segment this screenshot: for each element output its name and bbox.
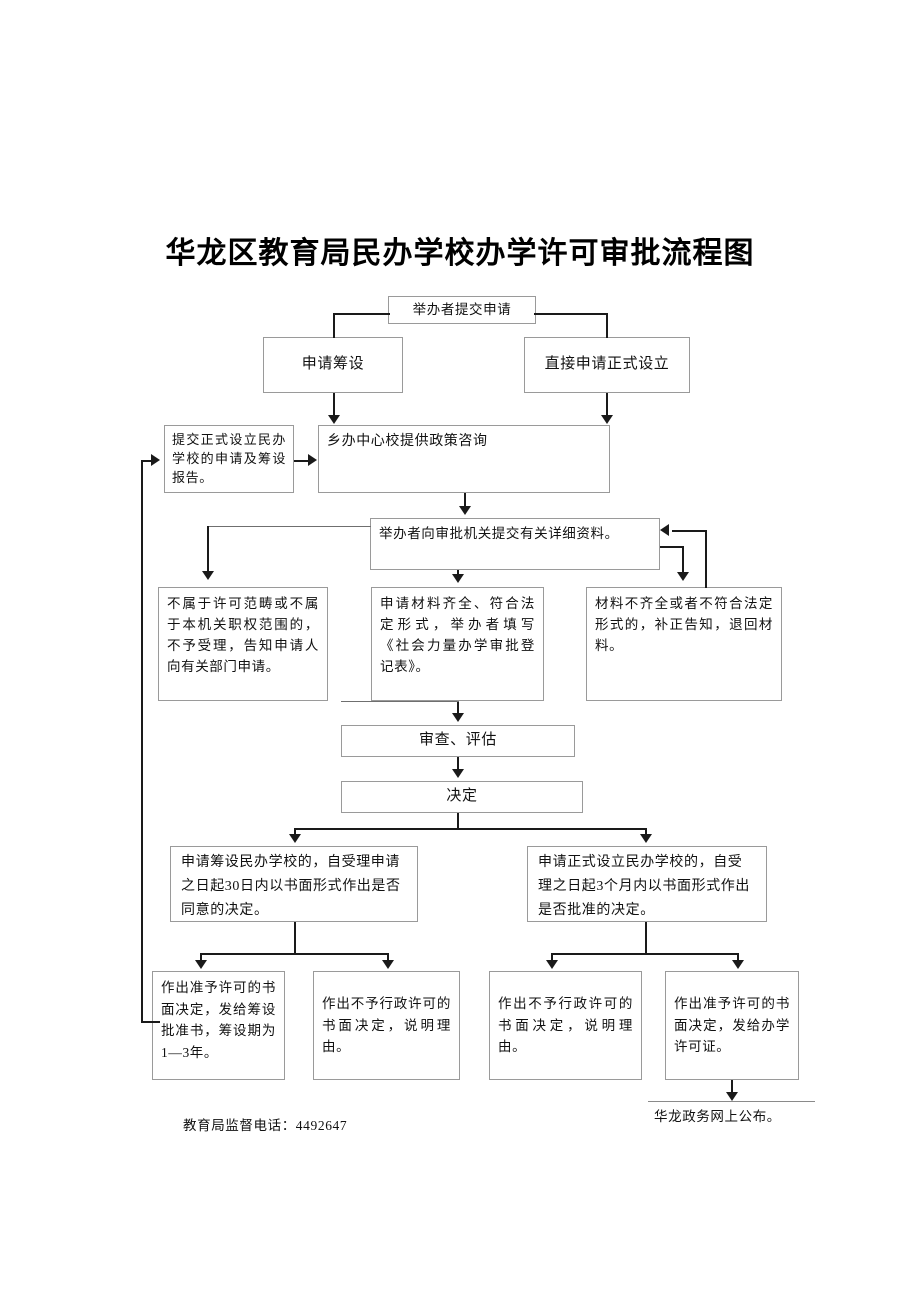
node-label: 审查、评估 xyxy=(418,732,497,749)
connector-report-to-consult-h xyxy=(294,460,309,462)
connector-decision-right-v xyxy=(645,828,647,837)
node-submit-application: 举办者提交申请 xyxy=(388,296,536,324)
supervision-phone: 教育局监督电话：4492647 xyxy=(183,1118,348,1133)
arrow-preparation-down xyxy=(328,415,340,424)
connector-detail-left-h xyxy=(207,526,371,528)
connector-prep-outcome1-v xyxy=(200,953,202,962)
node-label: 举办者提交申请 xyxy=(412,302,512,318)
connector-complete-down-h xyxy=(341,701,459,703)
node-materials-complete-fill-form: 申请材料齐全、符合法定形式，举办者填写《社会力量办学审批登记表》。 xyxy=(371,587,544,701)
node-label: 材料不齐全或者不符合法定形式的，补正告知，退回材料。 xyxy=(595,596,773,654)
node-apply-preparation: 申请筹设 xyxy=(263,337,403,393)
arrow-formal-down xyxy=(601,415,613,424)
node-deny-formal-permit: 作出不予行政许可的书面决定，说明理由。 xyxy=(489,971,642,1080)
node-review-evaluate: 审查、评估 xyxy=(341,725,575,757)
arrow-formal-outcome-grant xyxy=(732,960,744,969)
arrow-review-to-decision xyxy=(452,769,464,778)
node-label: 作出准予许可的书面决定，发给办学许可证。 xyxy=(674,996,790,1055)
node-label: 申请筹设民办学校的，自受理申请之日起30日内以书面形式作出是否同意的决定。 xyxy=(181,855,401,919)
node-preparation-decision-30days: 申请筹设民办学校的，自受理申请之日起30日内以书面形式作出是否同意的决定。 xyxy=(170,846,418,922)
connector-formal-decision-stem-v xyxy=(645,922,647,954)
arrow-left-loop-to-report xyxy=(151,454,160,466)
connector-feedback-right-v xyxy=(705,530,707,588)
connector-preparation-down-v xyxy=(333,393,335,417)
connector-prep-decision-split-h xyxy=(200,953,389,955)
connector-prep-outcome2-v xyxy=(387,953,389,962)
connector-feedback-right-h xyxy=(672,530,707,532)
arrow-decision-left xyxy=(289,834,301,843)
node-apply-formal-direct: 直接申请正式设立 xyxy=(524,337,690,393)
connector-formal-down-v xyxy=(606,393,608,417)
connector-complete-down-v xyxy=(457,701,459,715)
page-title: 华龙区教育局民办学校办学许可审批流程图 xyxy=(165,237,755,270)
node-township-center-consult: 乡办中心校提供政策咨询 xyxy=(318,425,610,493)
connector-consult-down-v xyxy=(464,493,466,508)
node-submit-detailed-materials: 举办者向审批机关提交有关详细资料。 xyxy=(370,518,660,570)
node-label: 提交正式设立民办学校的申请及筹设报告。 xyxy=(172,432,286,486)
connector-formal-decision-split-h xyxy=(551,953,739,955)
arrow-prep-outcome-deny xyxy=(382,960,394,969)
node-submit-formal-setup-report: 提交正式设立民办学校的申请及筹设报告。 xyxy=(164,425,294,493)
connector-formal-outcome2-v xyxy=(737,953,739,962)
connector-left-loop-top-h xyxy=(141,460,152,462)
node-label: 申请正式设立民办学校的，自受理之日起3个月内以书面形式作出是否批准的决定。 xyxy=(538,855,750,919)
node-label: 作出不予行政许可的书面决定，说明理由。 xyxy=(322,996,451,1055)
connector-review-to-decision-v xyxy=(457,757,459,771)
connector-submit-to-preparation-v xyxy=(333,313,335,338)
node-grant-preparation-permit: 作出准予许可的书面决定，发给筹设批准书，筹设期为1—3年。 xyxy=(152,971,285,1080)
connector-license-to-publish-v xyxy=(731,1080,733,1095)
connector-submit-to-preparation-h xyxy=(333,313,390,315)
connector-left-loop-v xyxy=(141,460,143,1022)
connector-decision-stem-v xyxy=(457,813,459,829)
node-out-of-scope-reject: 不属于许可范畴或不属于本机关职权范围的，不予受理，告知申请人向有关部门申请。 xyxy=(158,587,328,701)
connector-formal-outcome1-v xyxy=(551,953,553,962)
connector-detail-right-h xyxy=(660,546,684,548)
connector-left-loop-bottom-h xyxy=(141,1021,160,1023)
arrow-detail-right-down xyxy=(677,572,689,581)
node-label: 乡办中心校提供政策咨询 xyxy=(327,434,488,449)
connector-detail-left-v xyxy=(207,526,209,573)
connector-detail-right-v xyxy=(682,546,684,574)
node-label: 申请筹设 xyxy=(301,356,365,373)
node-label: 直接申请正式设立 xyxy=(544,356,670,373)
arrow-formal-outcome-deny xyxy=(546,960,558,969)
node-label: 作出不予行政许可的书面决定，说明理由。 xyxy=(498,996,633,1055)
connector-decision-split-h xyxy=(294,828,646,830)
node-label: 举办者向审批机关提交有关详细资料。 xyxy=(379,526,619,541)
node-deny-preparation-permit: 作出不予行政许可的书面决定，说明理由。 xyxy=(313,971,460,1080)
connector-prep-decision-stem-v xyxy=(294,922,296,954)
arrow-detail-mid-down xyxy=(452,574,464,583)
node-formal-decision-3months: 申请正式设立民办学校的，自受理之日起3个月内以书面形式作出是否批准的决定。 xyxy=(527,846,767,922)
arrow-decision-right xyxy=(640,834,652,843)
connector-decision-left-v xyxy=(294,828,296,837)
arrow-feedback-right xyxy=(660,524,669,536)
publish-rule xyxy=(648,1101,815,1102)
node-label: 作出准予许可的书面决定，发给筹设批准书，筹设期为1—3年。 xyxy=(161,980,276,1060)
node-label: 决定 xyxy=(446,788,478,805)
node-grant-school-license: 作出准予许可的书面决定，发给办学许可证。 xyxy=(665,971,799,1080)
arrow-prep-outcome-grant xyxy=(195,960,207,969)
node-decision: 决定 xyxy=(341,781,583,813)
connector-submit-to-formal-h xyxy=(534,313,608,315)
node-publish-online: 华龙政务网上公布。 xyxy=(654,1109,781,1124)
arrow-complete-to-review xyxy=(452,713,464,722)
node-label: 申请材料齐全、符合法定形式，举办者填写《社会力量办学审批登记表》。 xyxy=(380,596,535,675)
arrow-license-to-publish xyxy=(726,1092,738,1101)
arrow-report-to-consult xyxy=(308,454,317,466)
node-materials-incomplete-return: 材料不齐全或者不符合法定形式的，补正告知，退回材料。 xyxy=(586,587,782,701)
connector-submit-to-formal-v xyxy=(606,313,608,338)
node-label: 不属于许可范畴或不属于本机关职权范围的，不予受理，告知申请人向有关部门申请。 xyxy=(167,596,319,675)
arrow-consult-down xyxy=(459,506,471,515)
arrow-detail-left-down xyxy=(202,571,214,580)
